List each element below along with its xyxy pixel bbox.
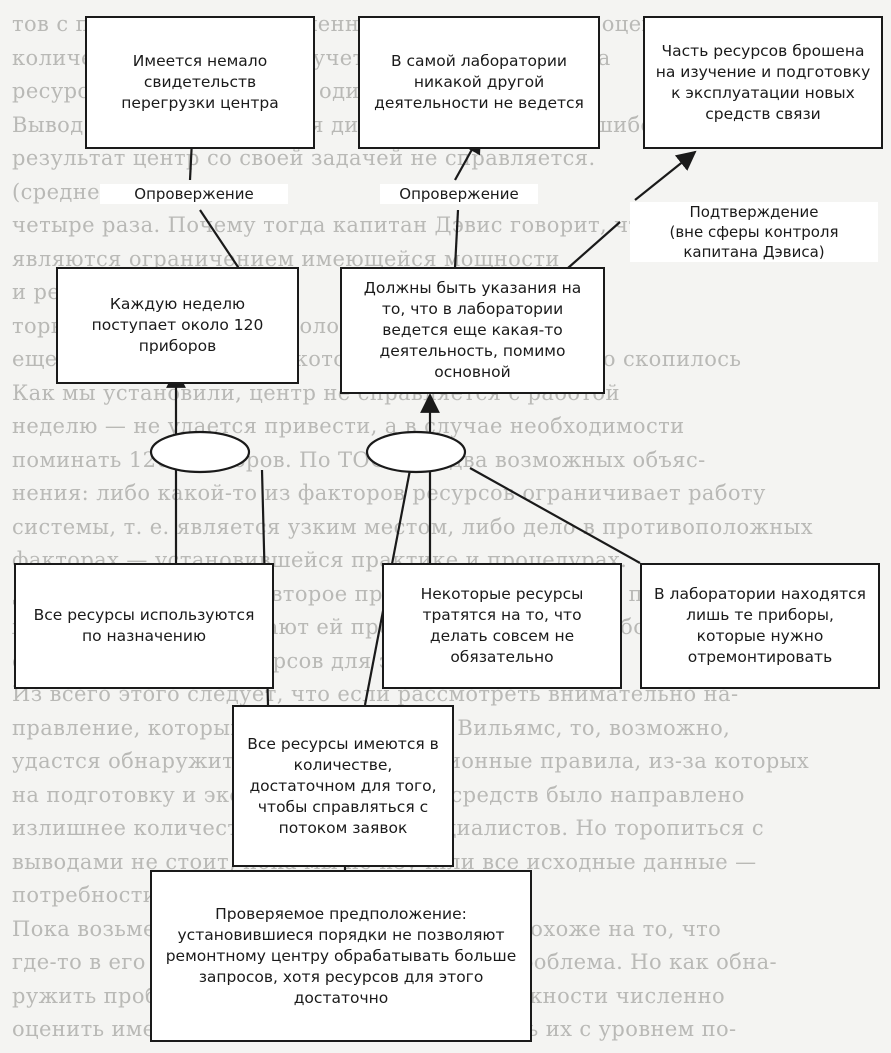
label-refutation-middle: Опровержение bbox=[380, 184, 538, 204]
line-lowright-to-ellipse-right bbox=[469, 467, 641, 564]
box-all-resources-used: Все ресурсы используются по назначению bbox=[14, 563, 274, 689]
background-text-line: нения: либо какой-то из факторов ресурсо… bbox=[12, 481, 766, 505]
and-connector-right bbox=[365, 430, 467, 474]
line-midmiddle-to-label-right bbox=[567, 221, 621, 269]
background-text-line: неделю — не удается привести, а в случае… bbox=[12, 414, 685, 438]
and-connector-left bbox=[149, 430, 251, 474]
background-text-line: системы, т. е. является узким местом, ли… bbox=[12, 514, 813, 539]
label-confirmation: Подтверждение (вне сферы контроля капита… bbox=[630, 202, 878, 262]
box-enough-resources: Все ресурсы имеются в количестве, достат… bbox=[232, 705, 454, 867]
label-refutation-left: Опровержение bbox=[100, 184, 288, 204]
box-no-other-activity: В самой лаборатории никакой другой деяте… bbox=[358, 16, 600, 149]
box-some-resources-wasted: Некоторые ресурсы тратятся на то, что де… bbox=[382, 563, 622, 689]
box-only-repair-devices: В лаборатории находятся лишь те приборы,… bbox=[640, 563, 880, 689]
background-text-line: результат центр со своей задачей не спра… bbox=[12, 146, 596, 170]
box-evidence-of-overload: Имеется немало свидетельств перегрузки ц… bbox=[85, 16, 315, 149]
line-midleft-to-label-left bbox=[199, 209, 241, 271]
box-hypothesis: Проверяемое предположение: установившиес… bbox=[150, 870, 532, 1042]
background-text-line: на подготовку и эксплуатацию новых средс… bbox=[12, 782, 745, 807]
arrow-label-right-to-topright bbox=[634, 150, 697, 201]
box-indications-other-activity: Должны быть указания на то, что в лабора… bbox=[340, 267, 605, 394]
box-weekly-120-devices: Каждую неделю поступает около 120 прибор… bbox=[56, 267, 299, 384]
line-midmiddle-to-label-middle bbox=[453, 209, 460, 269]
background-text-line: являются ограничением имеющейся мощности bbox=[12, 246, 560, 271]
box-resources-on-new-equipment: Часть ресурсов брошена на изучение и под… bbox=[643, 16, 883, 149]
